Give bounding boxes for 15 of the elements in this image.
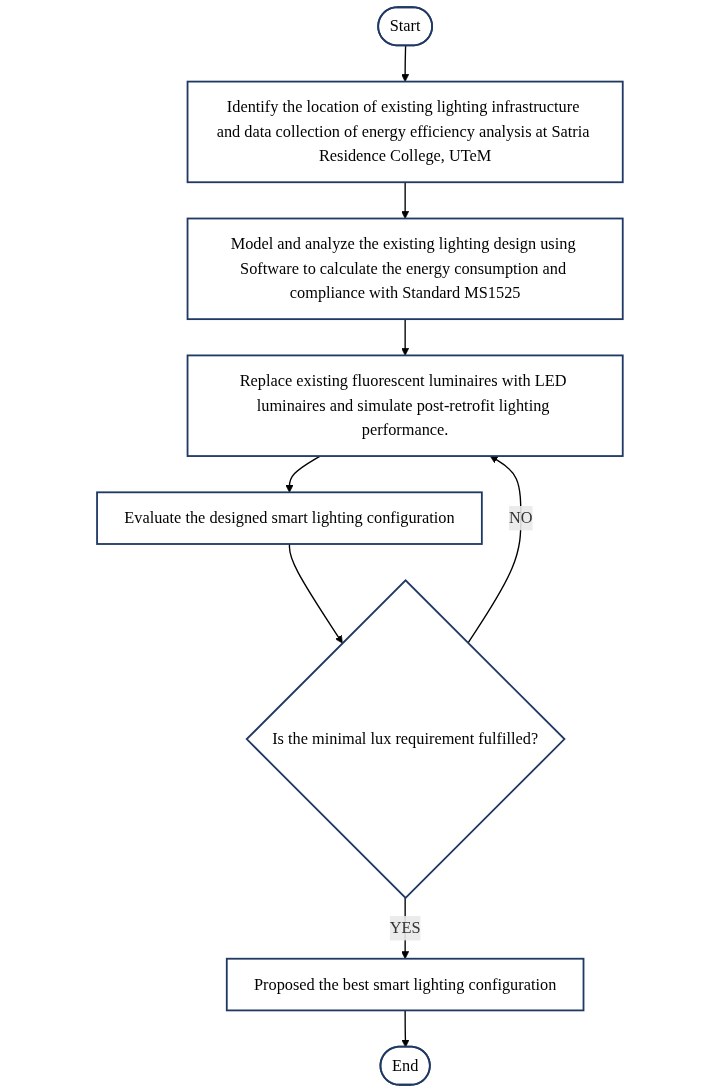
node-box: Replace existing fluorescent luminaires with LED luminaires and simulate post-retrofit lighting performance. [186, 354, 624, 457]
edge-label: NO [508, 508, 533, 527]
arrow [466, 455, 522, 644]
node-box: Model and analyze the existing lighting design using Software to calculate the energy consumption and compliance with Standard MS1525 [186, 217, 624, 321]
arrow [400, 181, 409, 219]
arrow [285, 455, 321, 493]
node-box: Evaluate the designed smart lighting configuration [95, 491, 483, 545]
node-box: Identify the location of existing lighting infrastructure and data collection of energy efficiency analysis at Satria Residence College, UTeM [186, 80, 624, 184]
node-box: Proposed the best smart lighting configuration [225, 957, 584, 1012]
arrow [400, 45, 409, 82]
edge-label: YES [389, 918, 421, 937]
arrow [401, 1009, 409, 1048]
arrow [400, 318, 409, 356]
node-diamond: Is the minimal lux requirement fulfilled? [245, 579, 566, 900]
arrow [288, 543, 343, 644]
